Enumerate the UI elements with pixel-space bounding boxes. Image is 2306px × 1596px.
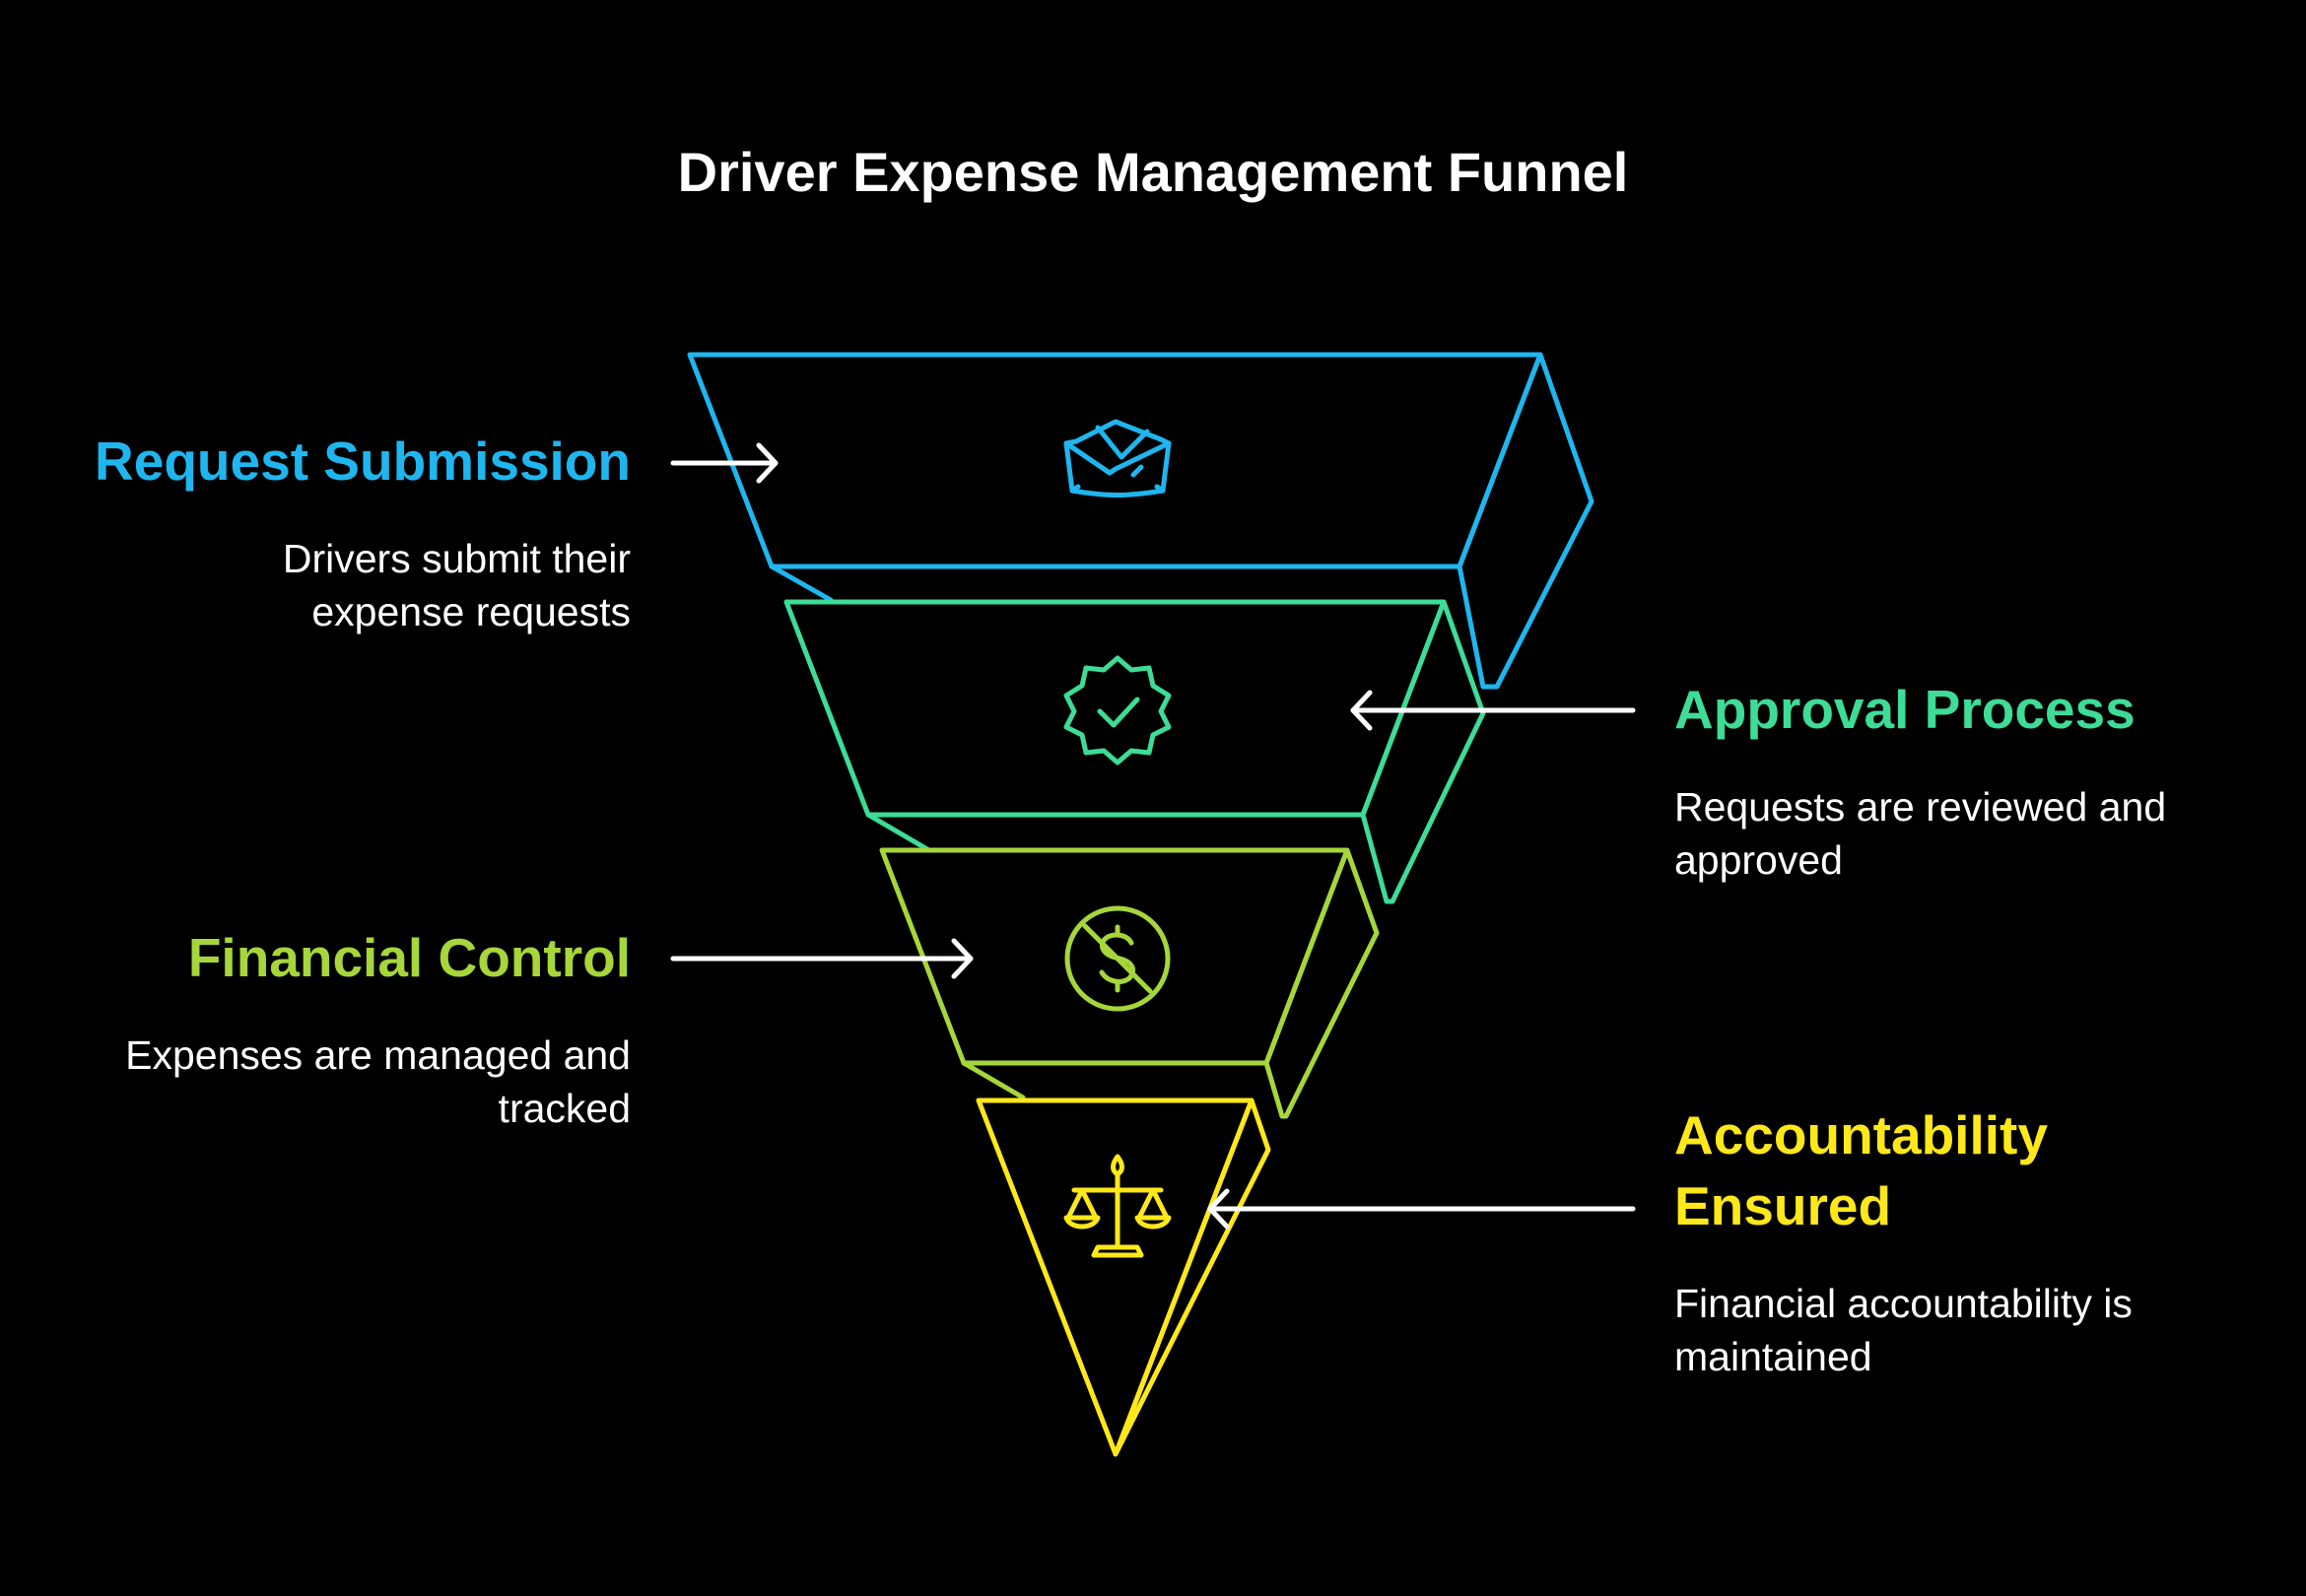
funnel-stage-2-side bbox=[1360, 599, 1486, 904]
stage-desc-line: tracked bbox=[498, 1086, 631, 1131]
funnel-stage-3 bbox=[879, 847, 1380, 1119]
funnel-stage-3-side bbox=[1263, 847, 1380, 1119]
stage-desc-line: maintained bbox=[1674, 1334, 1872, 1379]
stage-desc-request-submission: Drivers submit their expense requests bbox=[283, 532, 631, 638]
stage-desc-line: Financial accountability is bbox=[1674, 1281, 2133, 1326]
stage-label-request-submission: Request Submission bbox=[95, 431, 631, 492]
funnel-stage-4-front bbox=[976, 1097, 1255, 1457]
no-dollar-icon bbox=[1064, 905, 1171, 1012]
scales-icon bbox=[1063, 1154, 1172, 1258]
funnel-stage-1-side bbox=[1457, 352, 1594, 690]
funnel-stage-1 bbox=[687, 352, 1594, 690]
stage-desc-approval-process: Requests are reviewed and approved bbox=[1674, 780, 2166, 887]
funnel-stage-1-front bbox=[687, 352, 1543, 569]
stage-desc-accountability-ensured: Financial accountability is maintained bbox=[1674, 1277, 2133, 1383]
stage-desc-line: Expenses are managed and bbox=[125, 1032, 631, 1078]
stage-desc-line: approved bbox=[1674, 837, 1843, 883]
stage-label-accountability-ensured: Accountability Ensured bbox=[1674, 1099, 2048, 1241]
arrow-request-submission bbox=[670, 442, 779, 484]
stage-label-line: Ensured bbox=[1674, 1175, 1892, 1236]
funnel-stage-3-shadow bbox=[961, 1060, 1026, 1100]
stage-desc-financial-control: Expenses are managed and tracked bbox=[125, 1029, 631, 1135]
stage-label-line: Accountability bbox=[1674, 1104, 2048, 1165]
funnel-stage-1-shadow bbox=[769, 564, 834, 603]
stage-label-approval-process: Approval Process bbox=[1674, 679, 2136, 740]
funnel-stage-4-side bbox=[1113, 1097, 1271, 1457]
stage-desc-line: Drivers submit their bbox=[282, 536, 631, 581]
stage-desc-line: Requests are reviewed and bbox=[1674, 784, 2167, 830]
arrow-financial-control bbox=[670, 938, 974, 979]
diagram-title: Driver Expense Management Funnel bbox=[677, 141, 1629, 203]
funnel-stage-4 bbox=[976, 1097, 1271, 1457]
stage-label-financial-control: Financial Control bbox=[187, 927, 631, 988]
funnel-stage-2 bbox=[783, 599, 1486, 904]
funnel-stage-2-front bbox=[783, 599, 1447, 818]
arrow-approval-process bbox=[1350, 690, 1636, 731]
verified-badge-icon bbox=[1063, 655, 1172, 765]
envelope-icon bbox=[1063, 419, 1172, 498]
funnel-stage-2-shadow bbox=[865, 812, 930, 852]
stage-desc-line: expense requests bbox=[311, 589, 631, 634]
arrow-accountability-ensured bbox=[1207, 1188, 1636, 1230]
